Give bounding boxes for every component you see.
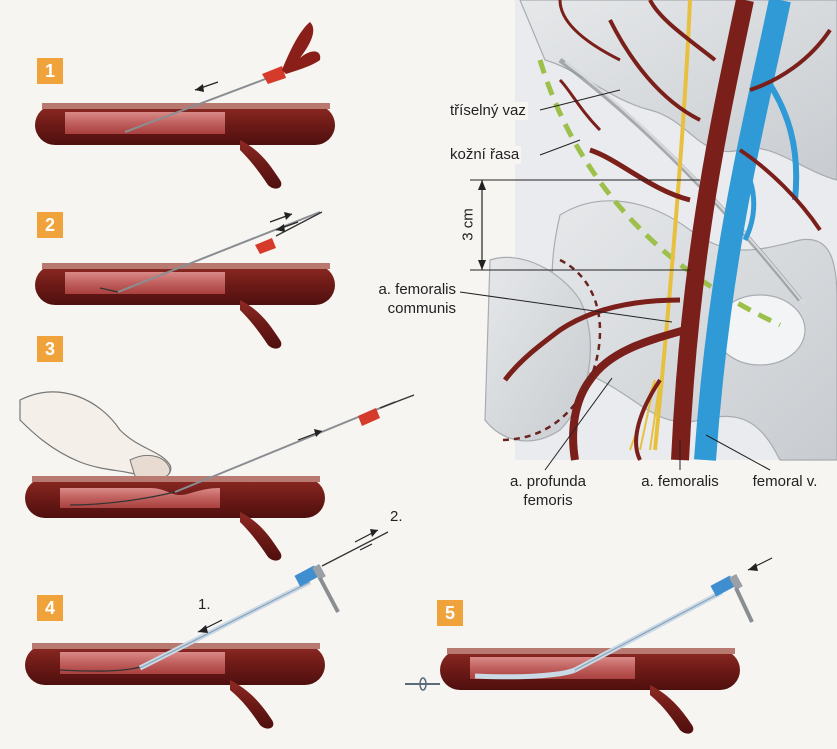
anatomy-panel: [460, 0, 837, 470]
step-1-badge: 1: [37, 58, 63, 84]
step-2-badge: 2: [37, 212, 63, 238]
label-skin-fold: kožní řasa: [448, 146, 521, 164]
step-4-illustration: [25, 529, 388, 729]
label-common-femoral-1: a. femoralis: [352, 281, 456, 299]
step-3-badge: 3: [37, 336, 63, 362]
label-femoral-vein: femoral v.: [740, 473, 830, 491]
step-2-illustration: [35, 212, 335, 349]
step-4-badge: 4: [37, 595, 63, 621]
label-distance: 3 cm: [460, 195, 477, 255]
step-4-arrow-2-label: 2.: [390, 508, 403, 526]
label-common-femoral-2: communis: [352, 300, 456, 318]
label-profunda-2: femoris: [488, 492, 608, 510]
step-4-arrow-1-label: 1.: [198, 596, 211, 614]
label-inguinal-ligament: tříselný vaz: [448, 102, 528, 120]
step-5-badge: 5: [437, 600, 463, 626]
blood-spurt: [282, 22, 320, 74]
step-5-illustration: [405, 558, 772, 734]
label-profunda-1: a. profunda: [488, 473, 608, 491]
step-1-illustration: [35, 22, 335, 189]
step-3-illustration: [20, 392, 414, 561]
label-femoral-artery: a. femoralis: [630, 473, 730, 491]
